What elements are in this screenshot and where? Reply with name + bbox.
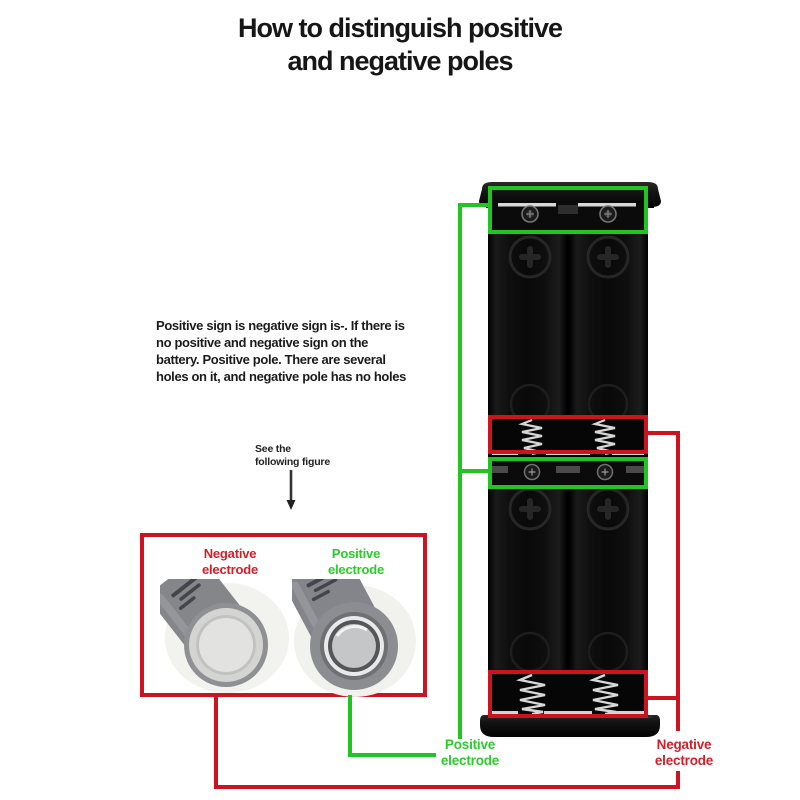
spring-icon xyxy=(515,673,619,716)
see-figure-note: See the following figure xyxy=(255,443,330,468)
bottom-negative-springs-box xyxy=(488,670,648,718)
holder-positive-line1: Positive xyxy=(444,737,496,752)
description-line: Positive sign is negative sign is-. If t… xyxy=(156,318,405,333)
red-connector-figure-vertical xyxy=(214,695,218,789)
figure-positive-line1: Positive xyxy=(331,546,381,561)
contact-strip xyxy=(498,203,556,207)
figure-positive-line2: electrode xyxy=(327,561,384,577)
screw-icon xyxy=(523,463,541,481)
description-text: Positive sign is negative sign is-. If t… xyxy=(156,317,466,385)
contact-strip xyxy=(578,203,636,207)
bottom-negative-springs xyxy=(488,672,648,717)
battery-positive-photo xyxy=(292,579,416,697)
page-title: How to distinguish positive and negative… xyxy=(0,12,800,78)
red-connector-bottom xyxy=(644,696,680,700)
battery-negative-photo xyxy=(160,579,289,693)
description-line: holes on it, and negative pole has no ho… xyxy=(156,369,407,384)
middle-negative-springs-box xyxy=(488,415,648,454)
description-line: no positive and negative sign on the xyxy=(156,335,369,350)
green-connector-middle xyxy=(458,469,492,473)
green-connector-figure-horizontal xyxy=(348,753,436,757)
red-connector-vertical xyxy=(676,431,680,731)
see-figure-line1: See the xyxy=(255,443,291,455)
screw-icon xyxy=(521,205,539,223)
figure-negative-electrode-label: Negative electrode xyxy=(170,546,290,577)
red-connector-long-horizontal xyxy=(214,785,680,789)
down-arrow-icon xyxy=(286,470,296,510)
holder-negative-line2: electrode xyxy=(654,752,714,768)
figure-box: Negative electrode Positive electrode xyxy=(140,533,427,697)
plus-emboss-icon xyxy=(508,235,630,279)
battery-holder-illustration xyxy=(479,182,661,737)
see-figure-line2: following figure xyxy=(255,455,330,468)
figure-negative-line2: electrode xyxy=(201,561,258,577)
holder-positive-line2: electrode xyxy=(440,752,500,768)
green-connector-figure-vertical xyxy=(348,695,352,757)
screw-icon xyxy=(599,205,617,223)
middle-positive-contacts xyxy=(488,459,648,488)
figure-negative-line1: Negative xyxy=(203,546,257,561)
page-title-line1: How to distinguish positive xyxy=(238,13,563,43)
plus-emboss-icon xyxy=(508,487,630,531)
page-title-line2: and negative poles xyxy=(287,46,513,76)
battery-side-markings xyxy=(171,579,201,611)
holder-positive-electrode-label: Positive electrode xyxy=(415,737,525,768)
red-connector-middle xyxy=(644,431,680,435)
screw-icon xyxy=(596,463,614,481)
green-connector-top xyxy=(458,203,492,207)
holder-base xyxy=(480,715,660,737)
figure-positive-electrode-label: Positive electrode xyxy=(296,546,416,577)
battery-side-markings xyxy=(306,579,338,602)
description-line: battery. Positive pole. There are severa… xyxy=(156,352,386,367)
red-connector-label-stub xyxy=(676,771,680,789)
middle-positive-contacts-box xyxy=(488,457,648,489)
top-positive-contacts-box xyxy=(488,186,648,234)
top-positive-contacts xyxy=(488,203,648,231)
holder-negative-line1: Negative xyxy=(656,737,712,752)
holder-negative-electrode-label: Negative electrode xyxy=(629,737,739,768)
